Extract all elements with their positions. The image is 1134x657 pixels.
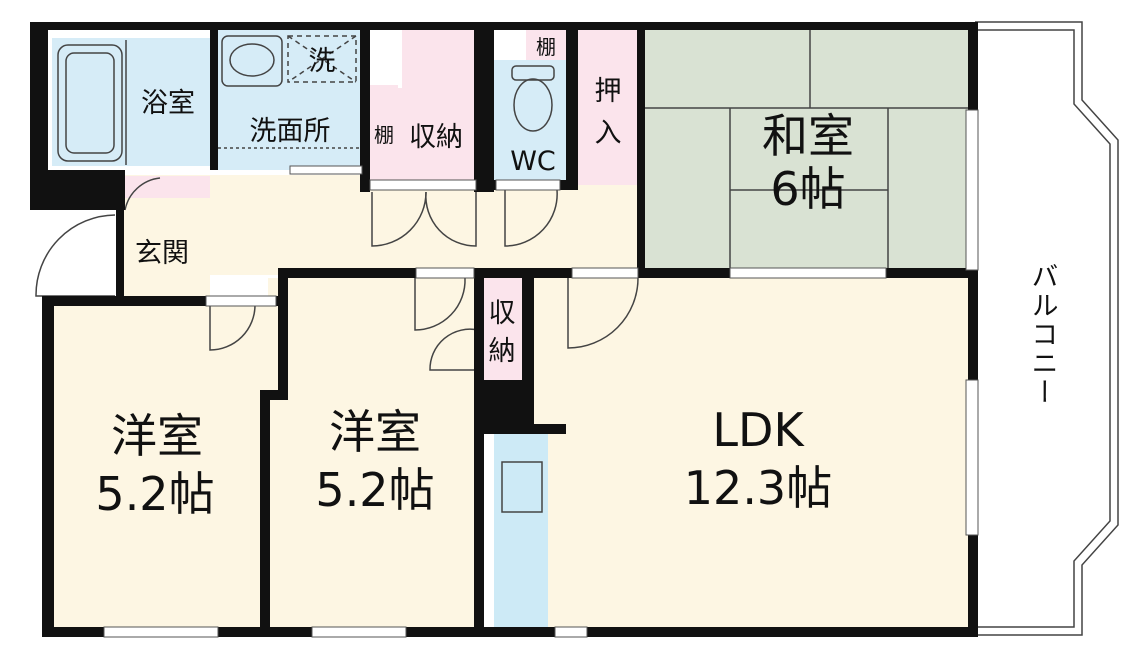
washitsu-name: 和室 — [762, 109, 854, 163]
youshitsu1-size: 5.2帖 — [95, 467, 214, 521]
fixtures — [57, 35, 555, 513]
bath-floor — [52, 38, 214, 166]
washroom-floor — [218, 30, 360, 170]
toilet-tank — [511, 65, 555, 81]
storage-mid-floor — [482, 278, 522, 380]
bathtub — [57, 44, 123, 162]
youshitsu2-floor — [268, 278, 478, 627]
entrance-door — [35, 214, 116, 297]
shelf-top-label: 棚 — [536, 35, 556, 59]
ldk-floor — [530, 278, 968, 627]
entrance-label: 玄関 — [135, 238, 189, 269]
shelf-top-floor — [526, 30, 566, 60]
balcony-label: バルコニー — [1027, 262, 1058, 407]
washer — [287, 35, 357, 83]
toilet-label: WC — [510, 146, 556, 177]
sink — [221, 35, 283, 87]
room-labels: 浴室 洗面所 洗 棚 収納 棚 WC 押 入 和室 6帖 玄関 バルコニー 収 … — [95, 35, 1057, 521]
youshitsu2-name: 洋室 — [329, 405, 421, 459]
storage-mid-label-1: 収 — [489, 298, 516, 329]
kitchen-counter — [494, 432, 548, 627]
youshitsu1-name: 洋室 — [111, 409, 203, 463]
washitsu-size: 6帖 — [770, 162, 845, 216]
ldk-name: LDK — [712, 403, 805, 457]
washer-label: 洗 — [309, 46, 336, 77]
washitsu-floor — [645, 30, 968, 270]
oshiire-label-1: 押 — [595, 76, 622, 107]
oshiire-label-2: 入 — [595, 118, 622, 149]
room-fills — [52, 30, 968, 627]
windows — [103, 109, 979, 638]
washroom-label: 洗面所 — [250, 116, 331, 147]
storage-hall-floor — [398, 88, 474, 180]
bath-label: 浴室 — [141, 88, 195, 119]
oshiire-floor — [578, 30, 638, 185]
storage-hall-label: 収納 — [409, 122, 463, 153]
entrance-floor — [120, 200, 210, 300]
tatami-lines — [645, 30, 968, 270]
balcony-outline — [975, 21, 1119, 636]
youshitsu2-size: 5.2帖 — [315, 463, 434, 517]
shelf-small-label: 棚 — [374, 123, 394, 147]
doors — [35, 177, 639, 371]
toilet-bowl — [513, 78, 553, 132]
storage-mid-label-2: 納 — [489, 336, 516, 367]
shelf-small-floor — [370, 85, 398, 180]
storage-hall-top — [402, 30, 474, 88]
ldk-size: 12.3帖 — [684, 461, 832, 515]
stove — [501, 461, 543, 513]
youshitsu1-floor — [52, 305, 268, 627]
